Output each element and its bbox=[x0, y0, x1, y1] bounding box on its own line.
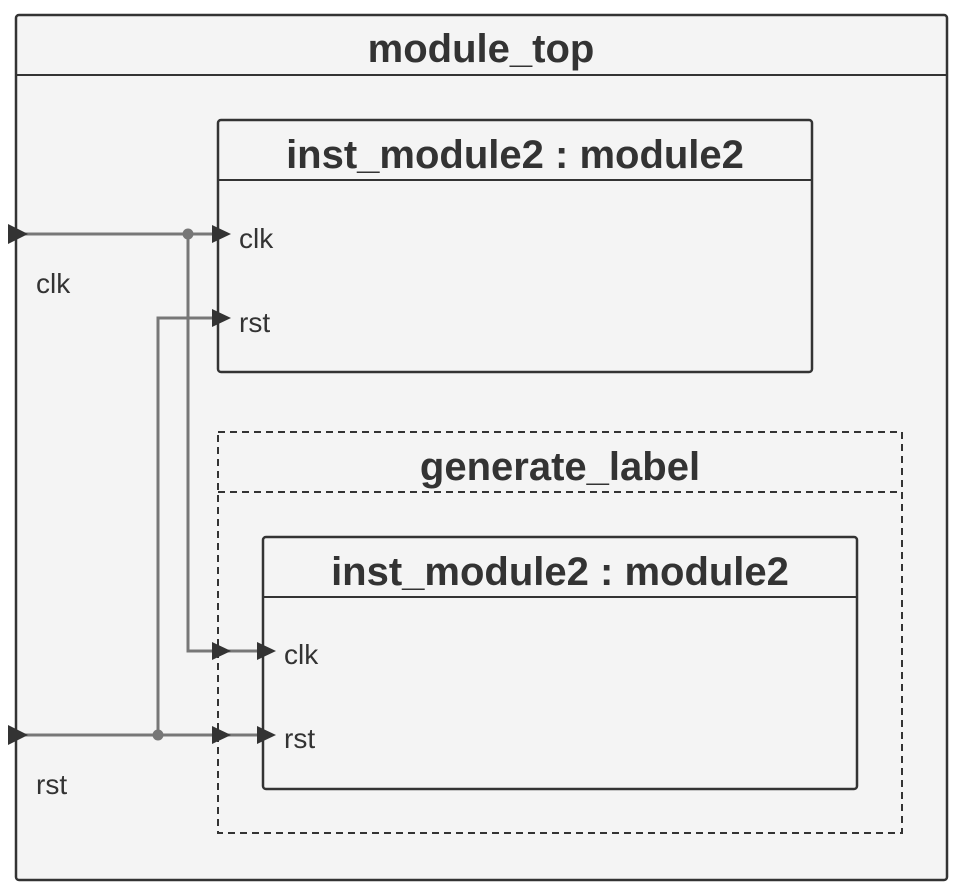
instance-block-1: inst_module2 : module2 clk rst bbox=[216, 118, 814, 374]
generate-rst-arrow-icon bbox=[212, 726, 231, 744]
instance-1-clk-arrow-icon bbox=[212, 225, 231, 243]
module-top-block: module_top bbox=[14, 13, 949, 882]
clk-wire-branch bbox=[186, 234, 263, 653]
clk-junction-dot bbox=[182, 228, 194, 240]
instance-1-frame bbox=[216, 118, 814, 374]
module-top-frame bbox=[14, 13, 949, 882]
generate-block: generate_label bbox=[217, 431, 903, 834]
instance-block-2: inst_module2 : module2 clk rst bbox=[261, 535, 859, 791]
clk-input-arrow-icon bbox=[8, 224, 28, 244]
instance-2-port-rst: rst bbox=[284, 723, 315, 754]
instance-2-title: inst_module2 : module2 bbox=[331, 550, 789, 594]
instance-2-port-clk: clk bbox=[284, 639, 319, 670]
module-input-clk-label: clk bbox=[36, 268, 71, 299]
rst-wire-branch bbox=[156, 316, 218, 735]
generate-block-frame bbox=[217, 431, 903, 834]
instance-1-rst-arrow-icon bbox=[212, 309, 231, 327]
rst-input-arrow-icon bbox=[8, 725, 28, 745]
instance-1-port-clk: clk bbox=[239, 223, 274, 254]
module-input-rst-label: rst bbox=[36, 769, 67, 800]
rst-junction-dot bbox=[152, 729, 164, 741]
instance-1-title: inst_module2 : module2 bbox=[286, 133, 744, 177]
module-top-title: module_top bbox=[368, 27, 595, 71]
generate-block-title: generate_label bbox=[420, 445, 700, 489]
instance-2-frame bbox=[261, 535, 859, 791]
generate-clk-arrow-icon bbox=[212, 642, 231, 660]
instance-1-port-rst: rst bbox=[239, 307, 270, 338]
instance-2-rst-arrow-icon bbox=[257, 726, 276, 744]
instance-2-clk-arrow-icon bbox=[257, 642, 276, 660]
